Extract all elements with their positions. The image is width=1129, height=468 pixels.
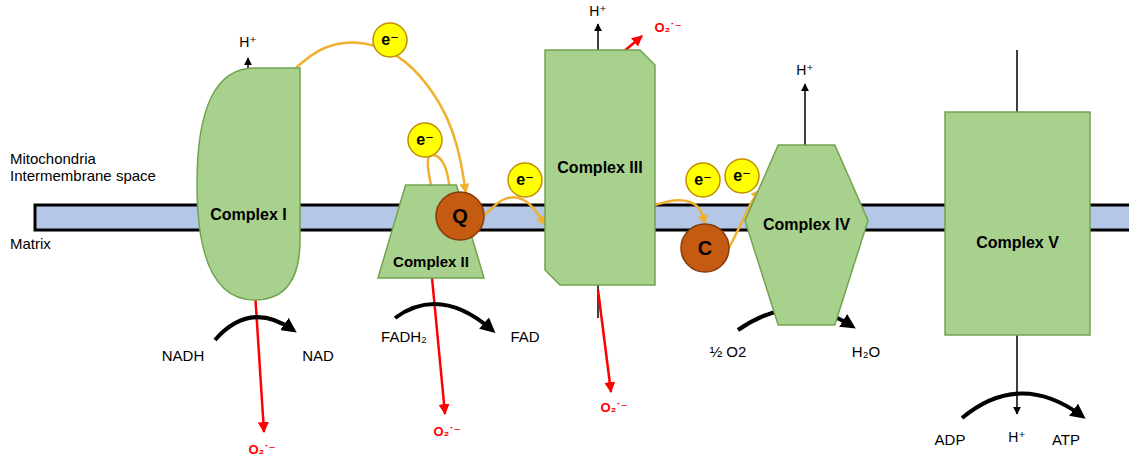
carrier-circle — [436, 192, 484, 240]
electron-node: e⁻ — [508, 163, 542, 197]
compartment-label: Matrix — [10, 235, 100, 252]
electron-symbol: e⁻ — [516, 171, 533, 189]
complex-node: Complex IV — [745, 145, 868, 325]
complex-name: Complex IV — [763, 216, 850, 234]
complex-name: Complex I — [210, 206, 286, 224]
electron-circle — [725, 159, 759, 193]
substrate-label: FADH₂ — [381, 328, 427, 345]
superoxide-label: O₂˙⁻ — [433, 425, 460, 440]
product-label: NAD — [302, 347, 334, 364]
electron-transfer-arrow — [655, 200, 705, 224]
electron-circle — [408, 123, 442, 157]
electron-transfer-arrow — [484, 197, 545, 225]
proton-label: H⁺ — [1008, 429, 1026, 445]
product-label: FAD — [510, 328, 539, 345]
carrier-name: C — [698, 237, 712, 260]
superoxide-label: O₂˙⁻ — [600, 401, 627, 416]
superoxide-arrow — [432, 278, 445, 414]
electron-symbol: e⁻ — [416, 131, 433, 149]
electron-symbol: e⁻ — [381, 31, 398, 49]
complex-shape — [378, 185, 484, 278]
product-label: H₂O — [852, 343, 880, 360]
complex-shape — [745, 145, 868, 325]
compartment-label: Mitochondria Intermembrane space — [10, 150, 160, 185]
reaction-arrow — [395, 304, 492, 330]
complex-node: Complex I — [197, 68, 300, 300]
superoxide-arrow — [598, 290, 611, 392]
substrate-label: NADH — [162, 347, 205, 364]
electron-symbol: e⁻ — [733, 167, 750, 185]
complex-shape — [945, 112, 1090, 335]
complex-shape — [945, 112, 1090, 335]
complex-shape — [545, 50, 655, 285]
reaction-arrow — [962, 393, 1082, 418]
carrier-circle — [681, 224, 729, 272]
complex-name: Complex III — [557, 159, 642, 177]
complex-shape — [197, 68, 300, 300]
electron-node: e⁻ — [725, 159, 759, 193]
electron-node: e⁻ — [408, 123, 442, 157]
superoxide-arrow — [255, 292, 264, 432]
substrate-label: ½ O2 — [710, 343, 747, 360]
product-label: ATP — [1052, 431, 1080, 448]
proton-label: H⁺ — [589, 3, 607, 19]
electron-circle — [508, 163, 542, 197]
reaction-arrow — [215, 317, 293, 340]
carrier-node: C — [681, 224, 729, 272]
electron-symbol: e⁻ — [694, 171, 711, 189]
complex-name: Complex II — [393, 253, 469, 270]
complex-node: Complex V — [945, 112, 1090, 335]
electron-transfer-arrow — [296, 43, 466, 193]
proton-label: H⁺ — [239, 34, 257, 50]
complex-node: Complex III — [545, 50, 655, 285]
electron-node: e⁻ — [686, 163, 720, 197]
proton-label: H⁺ — [796, 62, 814, 78]
complex-shape — [197, 68, 300, 300]
electron-circle — [373, 23, 407, 57]
substrate-label: ADP — [935, 431, 966, 448]
complex-name: Complex V — [976, 234, 1059, 252]
carrier-name: Q — [452, 205, 468, 228]
electron-node: e⁻ — [373, 23, 407, 57]
carrier-node: Q — [436, 192, 484, 240]
electron-circle — [686, 163, 720, 197]
superoxide-label: O₂˙⁻ — [654, 21, 681, 36]
complex-shape — [745, 145, 868, 325]
superoxide-label: O₂˙⁻ — [248, 443, 275, 458]
